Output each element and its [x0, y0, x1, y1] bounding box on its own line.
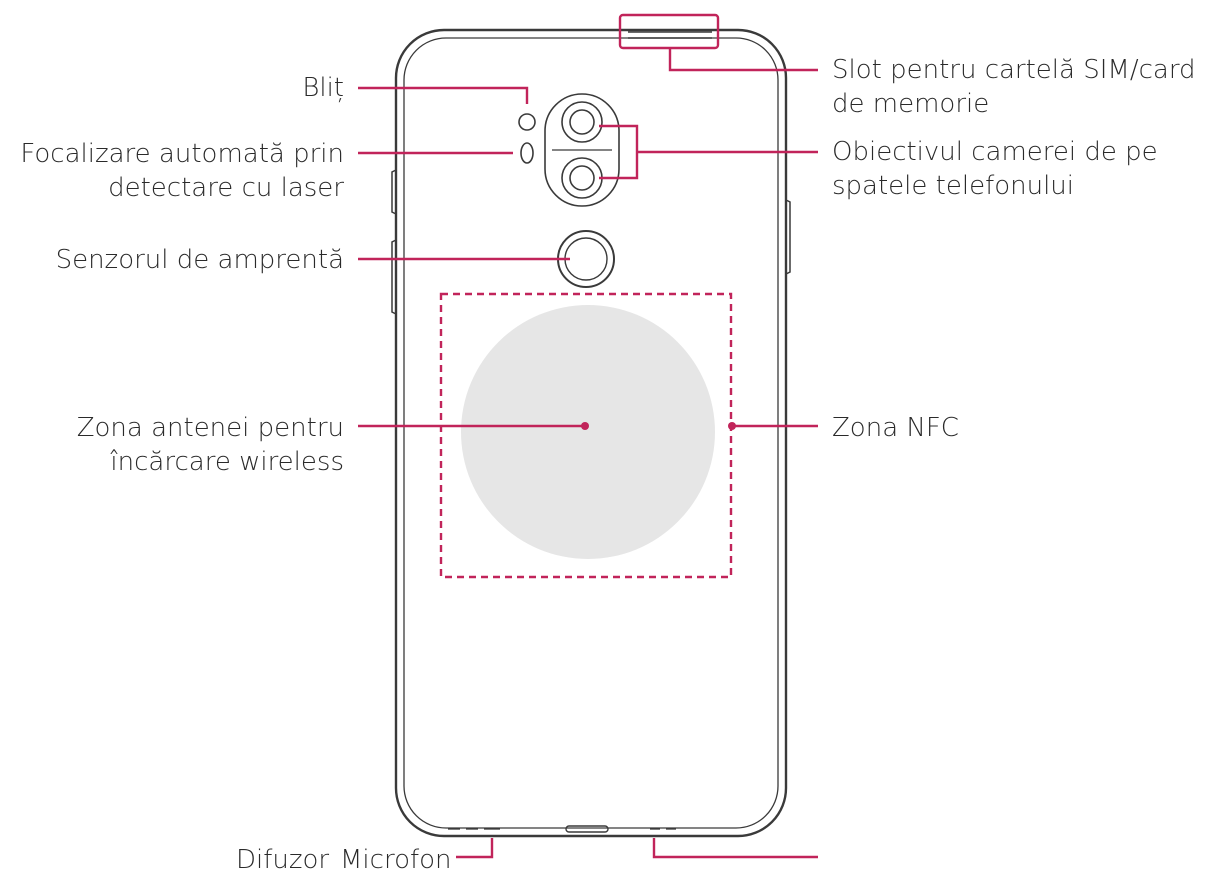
nfc-area-dashed: [439, 292, 733, 579]
label-camera-line1: Obiectivul camerei de pe: [832, 137, 1158, 167]
flash-and-laser: [518, 113, 536, 164]
label-nfc: Zona NFC: [832, 413, 959, 443]
label-laser-af-line2: detectare cu laser: [108, 173, 344, 203]
bottom-edge-features: [448, 825, 676, 833]
camera-module: [544, 93, 620, 207]
leader-wireless-dot: [581, 422, 589, 430]
camera-housing: [544, 93, 620, 207]
fingerprint-ring-inner: [564, 237, 608, 281]
leader-lines: [358, 48, 818, 859]
side-button-left-lower: [391, 239, 397, 315]
label-flash: Bliț: [302, 73, 344, 103]
camera-lens-bottom-inner: [569, 165, 595, 191]
leader-camera-bracket: [599, 124, 639, 180]
leader-microphone: [652, 838, 818, 859]
leader-sim: [668, 48, 818, 72]
label-wireless-line2: încărcare wireless: [109, 447, 344, 477]
camera-lens-bottom-outer: [561, 157, 603, 199]
phone-body: [391, 28, 791, 838]
label-camera-line2: spatele telefonului: [832, 171, 1074, 201]
label-sim-line1: Slot pentru cartelă SIM/card: [832, 55, 1196, 85]
labels: Bliț Focalizare automată prin detectare …: [20, 55, 1195, 875]
usb-c-port: [565, 825, 609, 833]
label-wireless-line1: Zona antenei pentru: [77, 413, 344, 443]
camera-lens-top-outer: [561, 101, 603, 143]
phone-outer-outline: [394, 28, 788, 838]
side-button-right: [785, 199, 791, 275]
label-speaker: Difuzor: [236, 845, 329, 875]
leader-speaker: [456, 838, 494, 859]
leader-flash: [358, 86, 529, 104]
label-sim-line2: de memorie: [832, 89, 989, 119]
sim-slot: [618, 13, 720, 50]
label-laser-af-line1: Focalizare automată prin: [20, 139, 344, 169]
label-microphone: Microfon: [340, 845, 452, 875]
leader-nfc-dot: [728, 422, 736, 430]
flash-icon: [518, 113, 536, 131]
laser-af-icon: [520, 142, 534, 164]
label-fingerprint: Senzorul de amprentă: [56, 245, 344, 275]
side-button-left-upper: [391, 169, 397, 215]
phone-inner-outline: [403, 37, 779, 829]
camera-lens-top-inner: [569, 109, 595, 135]
wireless-charging-coil: [461, 305, 715, 559]
